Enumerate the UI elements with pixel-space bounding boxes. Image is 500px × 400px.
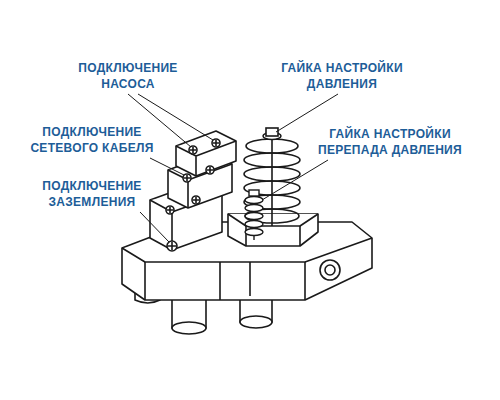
callout-label: ГАЙКА НАСТРОЙКИ ПЕРЕПАДА ДАВЛЕНИЯ	[305, 126, 475, 158]
callout-label: ПОДКЛЮЧЕНИЕ НАСОСА	[63, 60, 193, 92]
terminal-block	[150, 131, 236, 251]
callout-label: ГАЙКА НАСТРОЙКИ ДАВЛЕНИЯ	[267, 60, 417, 92]
pressure-spring	[244, 128, 300, 226]
leader-lines	[128, 94, 338, 242]
callout-label: ПОДКЛЮЧЕНИЕ СЕТЕВОГО КАБЕЛЯ	[17, 124, 167, 156]
callout-label: ПОДКЛЮЧЕНИЕ ЗАЗЕМЛЕНИЯ	[27, 178, 157, 210]
differential-spring	[245, 190, 263, 240]
